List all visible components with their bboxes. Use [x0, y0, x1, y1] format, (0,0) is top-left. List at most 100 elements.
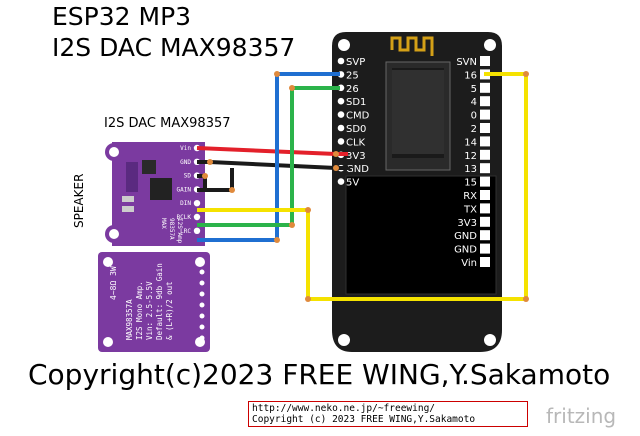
- board-pin-hole: [199, 324, 205, 330]
- esp32-left-pin-label: 3V3: [346, 151, 366, 162]
- board-pin-hole: [199, 302, 205, 308]
- dac-pin-label: Vin: [180, 145, 191, 152]
- esp32-right-pin-hole: [480, 96, 490, 107]
- esp32-right-pin-hole: [480, 149, 490, 160]
- wire-black: [197, 160, 348, 170]
- wire-bend-point: [523, 296, 529, 302]
- esp32-right-pin-hole: [480, 123, 490, 133]
- dac-label: I2S DAC MAX98357: [104, 116, 231, 131]
- esp32-left-pin-label: 26: [346, 84, 359, 95]
- wire-yellow: [197, 72, 528, 301]
- wire-red: [196, 146, 348, 156]
- esp32-left-pin-label: CMD: [346, 111, 370, 122]
- speaker-label: SPEAKER: [72, 173, 86, 228]
- esp32-right-pin-label: 2: [471, 124, 477, 135]
- board-pin-hole: [199, 280, 205, 286]
- esp32-left-pin-hole: [337, 178, 345, 185]
- esp32-left-pin-label: GND: [346, 164, 369, 175]
- dac-pin-hole: [193, 213, 201, 221]
- esp32-right-pin-label: GND: [454, 231, 477, 242]
- wire-bend-point: [207, 159, 213, 165]
- board-text-1: MAX98357A: [125, 299, 134, 340]
- esp32-right-pin-hole: [480, 56, 490, 66]
- esp32-left-pin-hole: [337, 97, 345, 105]
- esp32-left-pin-hole: [337, 111, 345, 118]
- esp32-right-pin-label: SVN: [456, 57, 477, 68]
- wires: [196, 71, 529, 302]
- esp32-right-pin-label: TX: [463, 204, 477, 215]
- esp32-left-pin-label: 25: [346, 70, 359, 81]
- wire-bend-point: [305, 296, 311, 302]
- title-line-1: ESP32 MP3: [52, 2, 192, 31]
- wire-bend-point: [229, 187, 235, 193]
- esp32-right-pin-hole: [480, 243, 490, 254]
- esp32-left-pin-hole: [337, 57, 345, 65]
- esp32-left-pin-label: 5V: [346, 178, 359, 189]
- dac-pin-label: LRC: [180, 228, 191, 235]
- board-text-3: Vin: 2.5-5.5V: [145, 281, 154, 340]
- esp32-left-pin-label: SD1: [346, 97, 366, 108]
- wire-bend-point: [274, 71, 280, 77]
- wire-bend-point: [202, 173, 208, 179]
- esp32-right-pin-label: 14: [464, 137, 477, 148]
- wire-green: [197, 86, 340, 227]
- board-pin-hole: [199, 269, 205, 275]
- wire-bend-point: [333, 151, 339, 157]
- esp32-right-pin-hole: [480, 216, 490, 227]
- board-text-5: & (L+R)/2 out: [165, 281, 174, 340]
- board-pin-hole: [199, 313, 205, 319]
- dac-pin-label: GND: [180, 159, 191, 166]
- esp32-right-pin-label: 13: [464, 164, 477, 175]
- esp32-right-pin-label: 5: [471, 84, 477, 95]
- esp32-right-pin-label: RX: [463, 191, 477, 202]
- dac-chip-text-3: I2S Amp: [176, 218, 183, 244]
- amp-info-board: 4~8Ω 3W MAX98357A I2S Mono Amp. Vin: 2.5…: [98, 252, 210, 352]
- copyright-text: Copyright(c)2023 FREE WING,Y.Sakamoto: [28, 358, 611, 391]
- esp32-right-pin-label: 0: [471, 111, 477, 122]
- board-text-2: I2S Mono Amp.: [135, 281, 144, 340]
- esp32-right-pin-label: 15: [464, 178, 477, 189]
- dac-pin-hole: [193, 227, 201, 234]
- esp32-right-pin-hole: [480, 190, 490, 200]
- board-text-4: Default: 9db Gain: [155, 263, 164, 340]
- esp32-right-pin-hole: [480, 176, 490, 187]
- board-side-text: 4~8Ω 3W: [109, 266, 118, 300]
- dac-chip-text-2: 98357A: [168, 218, 175, 240]
- dac-module: MAX 98357A I2S Amp: [105, 142, 205, 246]
- board-pin-hole: [199, 291, 205, 297]
- dac-pin-label: BCLK: [177, 214, 192, 221]
- esp32-right-pin-hole: [480, 163, 490, 174]
- esp32-right-pin-label: 4: [471, 97, 477, 108]
- esp32-right-pin-label: 16: [464, 70, 477, 81]
- dac-pin-hole: [193, 200, 201, 207]
- wire-bend-point: [289, 85, 295, 91]
- esp32-left-pin-label: CLK: [346, 137, 366, 148]
- wire-blue: [197, 72, 340, 242]
- esp32-right-pin-hole: [480, 230, 490, 241]
- dac-chip-text-1: MAX: [160, 218, 167, 229]
- esp32-right-pin-label: 3V3: [457, 218, 477, 229]
- dac-pin-label: SD: [184, 173, 192, 180]
- fritzing-watermark: fritzing: [546, 404, 617, 428]
- esp32-right-pin-label: GND: [454, 245, 477, 256]
- url-box: http://www.neko.ne.jp/~freewing/ Copyrig…: [248, 401, 528, 427]
- esp32-left-pin-hole: [337, 124, 345, 132]
- dac-pin-label: GAIN: [177, 186, 192, 193]
- esp32-right-pin-label: Vin: [461, 258, 477, 269]
- esp32-right-pin-hole: [480, 203, 490, 214]
- esp32-right-pin-label: 12: [464, 151, 477, 162]
- esp32-right-pin-hole: [480, 82, 490, 93]
- url-copyright-line: Copyright (c) 2023 FREE WING,Y.Sakamoto: [252, 414, 476, 425]
- url-line[interactable]: http://www.neko.ne.jp/~freewing/: [252, 403, 436, 414]
- dac-pin-label: DIN: [180, 200, 191, 207]
- wire-bend-point: [523, 71, 529, 77]
- title-line-2: I2S DAC MAX98357: [52, 33, 296, 62]
- esp32-right-pin-hole: [480, 109, 490, 120]
- esp32-left-pin-label: SVP: [346, 57, 365, 68]
- esp32-right-pin-hole: [480, 257, 490, 267]
- esp32-right-pin-hole: [480, 136, 490, 147]
- esp32-board: [332, 32, 502, 352]
